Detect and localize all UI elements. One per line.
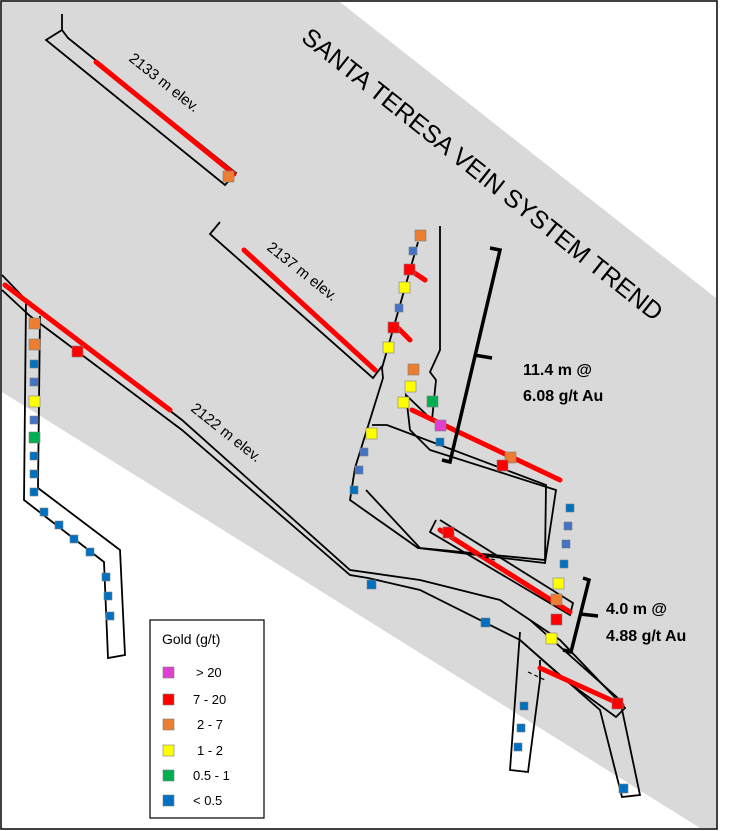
sample-marker <box>563 521 573 531</box>
sample-marker <box>71 345 84 358</box>
crosscut-north-outline <box>349 226 558 564</box>
sample-marker <box>434 419 447 432</box>
sample-marker <box>408 246 418 256</box>
sample-marker <box>103 591 113 601</box>
sample-marker <box>480 617 491 628</box>
sample-marker <box>611 697 624 710</box>
sample-marker <box>29 359 39 369</box>
vein-2133 <box>93 59 237 177</box>
sample-marker <box>426 395 439 408</box>
sample-marker <box>404 380 417 393</box>
legend-label-gt20: > 20 <box>196 665 222 680</box>
sample-marker <box>28 338 41 351</box>
branch-west-outline <box>23 299 126 660</box>
legend-title: Gold (g/t) <box>162 631 220 647</box>
legend-swatch-7-20 <box>162 693 175 706</box>
sample-marker <box>349 485 359 495</box>
intercept-bracket-lower <box>562 576 599 655</box>
sample-marker <box>403 263 416 276</box>
sample-marker <box>387 321 400 334</box>
sample-marker <box>105 611 115 621</box>
sample-marker <box>407 363 420 376</box>
sample-marker <box>550 593 563 606</box>
sample-marker <box>28 395 41 408</box>
sample-marker <box>366 579 377 590</box>
sample-marker <box>519 701 529 711</box>
intercept-upper-line1: 11.4 m @ <box>523 362 592 379</box>
sample-marker <box>516 723 526 733</box>
sample-marker <box>398 281 411 294</box>
sample-marker <box>39 507 49 517</box>
intercept-upper-line2: 6.08 g/t Au <box>523 388 603 405</box>
sample-marker <box>222 170 235 183</box>
sample-marker <box>414 229 427 242</box>
legend-label-2-7: 2 - 7 <box>197 717 223 732</box>
vein-south <box>537 665 625 708</box>
legend-swatch-0.5-1 <box>162 769 175 782</box>
sample-marker <box>101 572 111 582</box>
legend-swatch-1-2 <box>162 744 175 757</box>
vein-2137 <box>241 247 378 373</box>
sample-marker <box>354 465 364 475</box>
sample-marker <box>29 377 39 387</box>
sample-marker <box>618 783 629 794</box>
sample-marker <box>496 459 509 472</box>
sample-marker <box>394 303 404 313</box>
branch-east-outline <box>519 619 642 798</box>
sample-marker <box>397 396 410 409</box>
sample-marker <box>29 451 39 461</box>
sample-marker <box>29 487 39 497</box>
sample-marker <box>504 451 517 464</box>
sample-marker <box>565 503 575 513</box>
sample-marker <box>29 415 39 425</box>
legend-label-7-20: 7 - 20 <box>193 692 226 707</box>
sample-marker <box>545 632 558 645</box>
sample-marker <box>85 547 95 557</box>
legend-swatch-2-7 <box>162 718 175 731</box>
legend-swatch-lt0.5 <box>162 794 175 807</box>
crosscut-south-outline <box>509 631 541 773</box>
sample-marker <box>561 539 571 549</box>
intercept-bracket-upper <box>441 246 503 465</box>
sample-marker <box>54 520 64 530</box>
vein-traces <box>2 59 625 708</box>
sample-marker <box>552 577 565 590</box>
legend-swatch-gt20 <box>162 666 175 679</box>
sample-marker <box>365 427 378 440</box>
sample-marker <box>69 534 79 544</box>
sample-marker <box>513 742 523 752</box>
drift-lower-outline <box>428 519 575 617</box>
drift-2133-outline <box>44 14 238 187</box>
trend-band <box>2 2 716 828</box>
sample-markers <box>28 170 629 794</box>
intercept-lower-line1: 4.0 m @ <box>606 601 667 618</box>
legend-label-1-2: 1 - 2 <box>197 743 223 758</box>
sample-marker <box>382 341 395 354</box>
workings-outlines <box>1 14 642 798</box>
vein-2122 <box>2 282 173 413</box>
legend-label-0.5-1: 0.5 - 1 <box>193 768 230 783</box>
legend-label-lt0.5: < 0.5 <box>193 793 222 808</box>
vein-lower-intercept <box>437 527 573 615</box>
sample-marker <box>442 526 455 539</box>
sample-marker <box>28 431 41 444</box>
sample-marker <box>559 559 569 569</box>
legend: Gold (g/t) > 20 7 - 20 2 - 7 1 - 2 0.5 -… <box>149 619 265 819</box>
sample-marker <box>550 613 563 626</box>
inner-block-outline <box>365 424 547 561</box>
drift-2137-outline <box>208 221 383 380</box>
intercept-lower-line2: 4.88 g/t Au <box>606 628 686 645</box>
sample-marker <box>29 469 39 479</box>
sample-marker <box>435 437 445 447</box>
sample-marker <box>28 317 41 330</box>
sample-marker <box>359 447 369 457</box>
drift-2122-outline <box>1 274 627 719</box>
vein-inferred <box>477 554 546 681</box>
